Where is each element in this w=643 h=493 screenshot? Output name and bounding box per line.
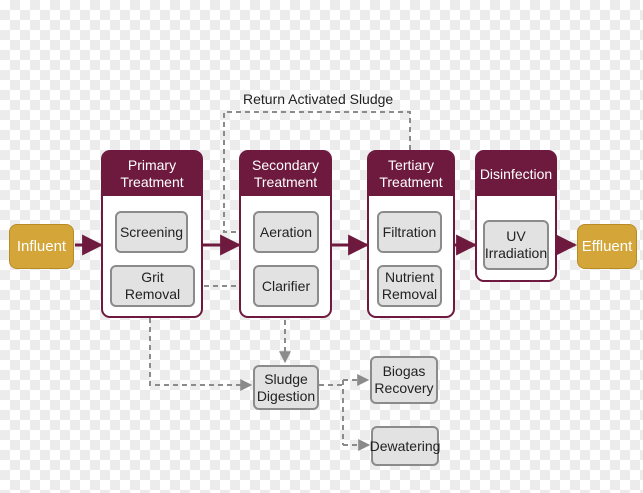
stage-secondary-header: Secondary Treatment [241,152,330,196]
node-uv-irradiation: UV Irradiation [483,220,549,270]
stage-tertiary-header: Tertiary Treatment [369,152,453,196]
node-filtration: Filtration [377,211,442,253]
edge-grit-to-digestion [149,318,253,391]
node-clarifier: Clarifier [253,265,319,307]
node-grit-removal: Grit Removal [110,265,195,307]
node-nutrient-removal: Nutrient Removal [377,265,442,307]
node-screening: Screening [115,211,188,253]
node-influent: Influent [9,224,74,269]
stage-disinfection-header: Disinfection [477,152,555,196]
stage-primary-header: Primary Treatment [103,152,201,196]
node-effluent: Effluent [577,224,637,269]
node-sludge-digestion: Sludge Digestion [253,365,319,410]
label-return-activated-sludge: Return Activated Sludge [243,91,394,107]
edge-return-activated-sludge [223,111,411,238]
node-aeration: Aeration [253,211,319,253]
node-biogas-recovery: Biogas Recovery [370,356,438,404]
node-dewatering: Dewatering [370,426,440,466]
